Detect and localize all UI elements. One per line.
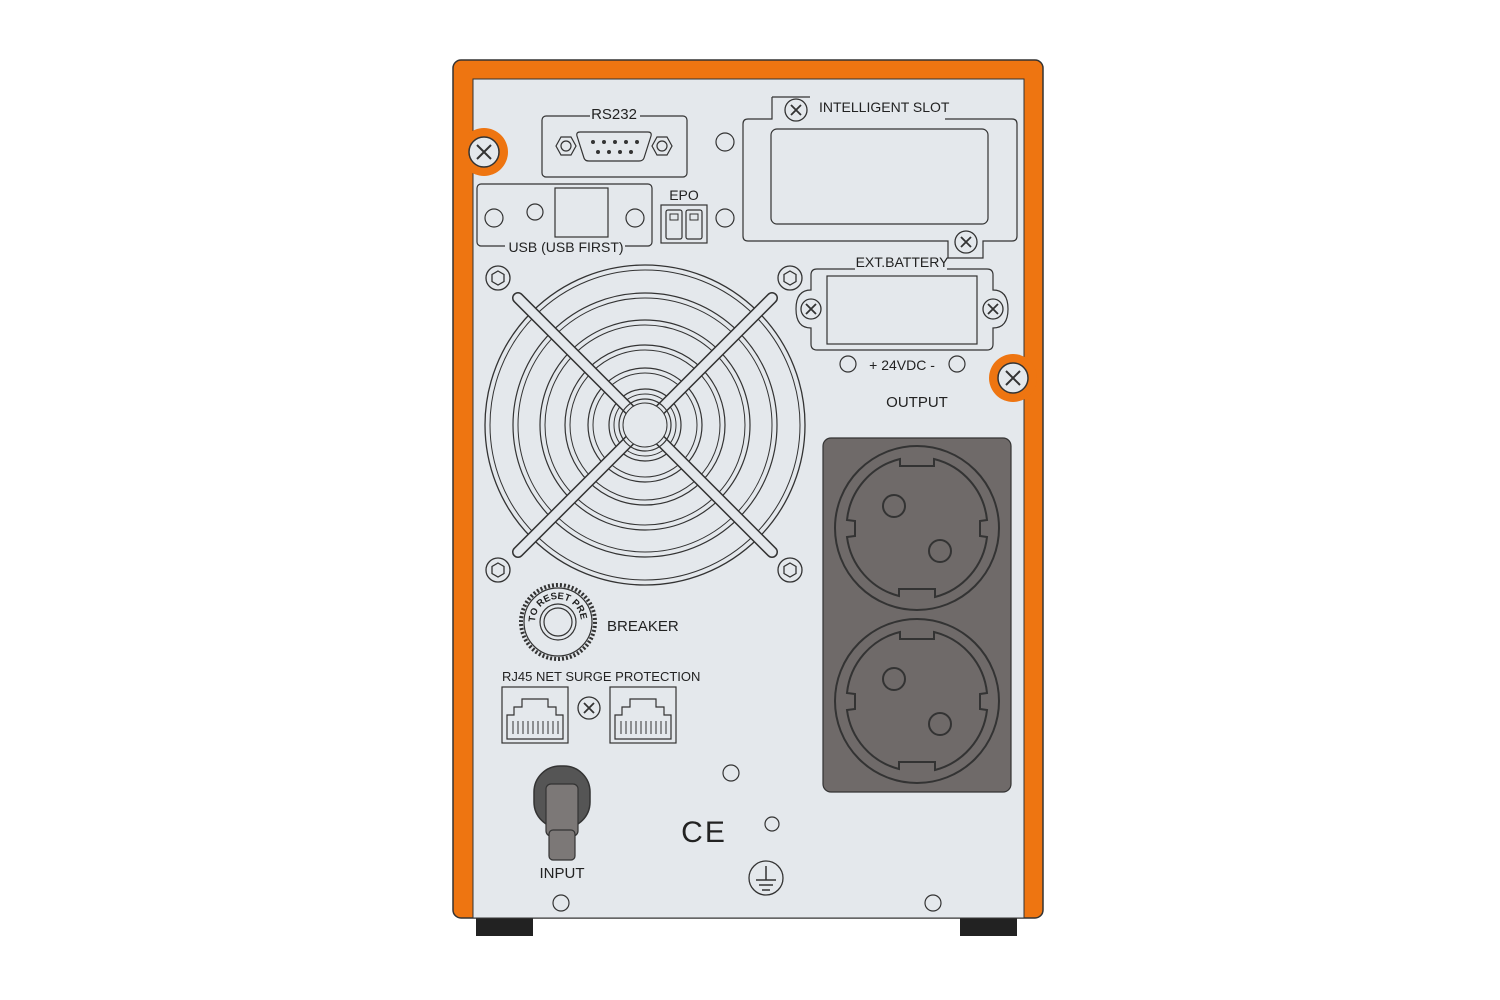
rj45-surge-protection: RJ45 NET SURGE PROTECTION bbox=[501, 669, 700, 744]
power-input: INPUT bbox=[533, 765, 591, 882]
mount-hole bbox=[764, 816, 780, 832]
left-tab-screw-icon bbox=[460, 128, 508, 176]
db9-connector-icon bbox=[555, 131, 673, 162]
epo-terminal-icon bbox=[660, 204, 708, 244]
usb-label: USB (USB FIRST) bbox=[508, 239, 623, 255]
fan-screw-icon bbox=[485, 557, 511, 583]
battery-screw-icon bbox=[800, 298, 822, 320]
rs232-label: RS232 bbox=[591, 106, 637, 123]
fan-grille-icon bbox=[484, 264, 806, 586]
usb-port-icon bbox=[554, 187, 609, 238]
schuko-socket-icon bbox=[834, 618, 1000, 784]
mount-hole bbox=[552, 894, 570, 912]
ext-battery-port: EXT.BATTERY + 24VDC - bbox=[795, 254, 1009, 373]
right-foot bbox=[960, 916, 1017, 936]
mount-hole bbox=[924, 894, 942, 912]
rs232-port: RS232 bbox=[541, 106, 688, 178]
dc-voltage-label: + 24VDC - bbox=[869, 357, 935, 373]
fan-screw-icon bbox=[777, 557, 803, 583]
battery-screw-icon bbox=[982, 298, 1004, 320]
schuko-socket-icon bbox=[834, 445, 1000, 611]
left-foot bbox=[476, 916, 533, 936]
fan-screw-icon bbox=[777, 265, 803, 291]
ext-battery-label: EXT.BATTERY bbox=[856, 254, 950, 270]
ce-mark: CE bbox=[681, 816, 727, 849]
slot-screw-icon bbox=[954, 230, 978, 254]
intelligent-slot-label: INTELLIGENT SLOT bbox=[819, 99, 950, 115]
power-cord-icon bbox=[533, 765, 591, 861]
right-tab-screw-icon bbox=[989, 354, 1037, 402]
output-socket-plate bbox=[822, 437, 1012, 793]
ce-mark-icon: CE bbox=[681, 816, 727, 849]
input-label: INPUT bbox=[540, 865, 585, 882]
epo-label: EPO bbox=[669, 187, 699, 203]
rj45-port-icon bbox=[609, 686, 677, 744]
output-label: OUTPUT bbox=[886, 394, 948, 411]
breaker-label: BREAKER bbox=[607, 618, 679, 635]
mount-hole bbox=[715, 208, 735, 228]
rj45-label: RJ45 NET SURGE PROTECTION bbox=[502, 669, 700, 684]
epo-terminal: EPO bbox=[660, 187, 708, 244]
mount-hole bbox=[722, 764, 740, 782]
slot-screw-icon bbox=[784, 98, 808, 122]
usb-port: USB (USB FIRST) bbox=[476, 183, 653, 255]
ground-symbol-icon bbox=[748, 860, 784, 896]
intelligent-slot: INTELLIGENT SLOT bbox=[742, 96, 1018, 259]
mount-hole bbox=[715, 132, 735, 152]
rj45-port-icon bbox=[501, 686, 569, 744]
fan-screw-icon bbox=[485, 265, 511, 291]
rj45-screw-icon bbox=[577, 696, 601, 720]
